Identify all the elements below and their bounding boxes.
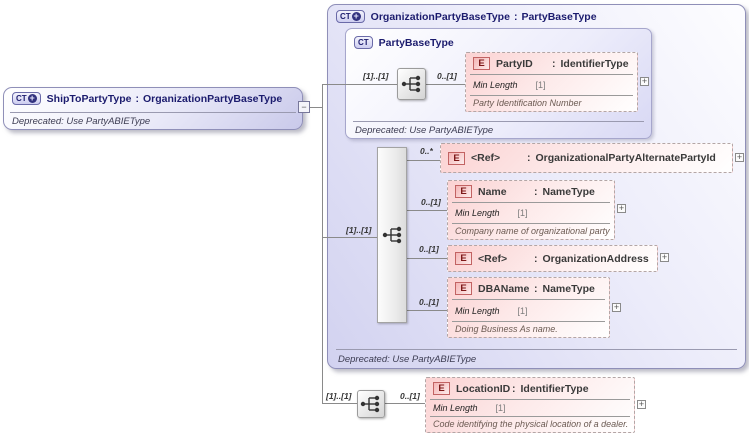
cardinality-label: 0..*: [420, 146, 433, 156]
divider: [430, 399, 630, 400]
connector-line: [407, 160, 440, 161]
ct-badge: CT: [354, 36, 373, 49]
connector-line: [322, 237, 378, 238]
connector-line: [407, 258, 447, 259]
element-badge: E: [455, 185, 472, 198]
shiptopartytype-box[interactable]: CT+ ShipToPartyType:OrganizationPartyBas…: [3, 87, 303, 130]
connector-line: [322, 84, 398, 85]
base-box-title: PartyBaseType: [378, 36, 454, 49]
element-badge: E: [455, 252, 472, 265]
sequence-glyph: [360, 395, 380, 413]
sequence-group-box[interactable]: [377, 147, 407, 323]
divider: [430, 416, 630, 417]
divider: [452, 299, 605, 300]
connector-line: [385, 403, 425, 404]
element-dbaname[interactable]: E DBAName:NameType Min Length[1] Doing B…: [447, 277, 610, 338]
connector-trunk-line: [322, 84, 323, 404]
connector-line: [407, 210, 447, 211]
element-partyid[interactable]: E PartyID:IdentifierType Min Length[1] P…: [465, 52, 638, 112]
cardinality-label: 0..[1]: [419, 297, 439, 307]
cardinality-label: [1]..[1]: [346, 225, 372, 235]
cardinality-label: 0..[1]: [437, 71, 457, 81]
divider: [470, 74, 633, 75]
divider: [470, 95, 633, 96]
element-locationid[interactable]: E LocationID:IdentifierType Min Length[1…: [425, 377, 635, 433]
divider: [452, 223, 610, 224]
element-name[interactable]: E Name:NameType Min Length[1] Company na…: [447, 180, 615, 240]
element-badge: E: [455, 282, 472, 295]
element-badge: E: [433, 382, 450, 395]
expand-button[interactable]: +: [735, 152, 744, 162]
divider: [452, 202, 610, 203]
divider: [452, 321, 605, 322]
element-ref-organizationaddress[interactable]: E <Ref>:OrganizationAddress: [447, 245, 658, 272]
element-ref-alternatepartyid[interactable]: E <Ref>:OrganizationalPartyAlternatePart…: [440, 143, 733, 173]
sequence-icon[interactable]: [397, 68, 426, 100]
main-box-deprecated-note: Deprecated: Use PartyABIEType: [338, 354, 477, 365]
divider: [10, 112, 296, 113]
main-box-title: OrganizationPartyBaseType:PartyBaseType: [370, 10, 597, 23]
expand-button[interactable]: +: [612, 302, 621, 312]
element-description: Code identifying the physical location o…: [433, 419, 629, 429]
divider: [336, 349, 737, 350]
base-box-deprecated-note: Deprecated: Use PartyABIEType: [355, 125, 494, 136]
connector-line: [309, 107, 323, 108]
sequence-glyph: [401, 75, 420, 93]
expand-button[interactable]: +: [637, 399, 646, 409]
connector-line: [426, 84, 465, 85]
expand-button[interactable]: +: [617, 203, 626, 213]
cardinality-label: 0..[1]: [419, 244, 439, 254]
element-badge: E: [473, 57, 490, 70]
cardinality-label: [1]..[1]: [363, 71, 389, 81]
partybasetype-box[interactable]: CT PartyBaseType Deprecated: Use PartyAB…: [345, 28, 652, 139]
element-badge: E: [448, 151, 465, 165]
cardinality-label: [1]..[1]: [326, 391, 352, 401]
element-description: Doing Business As name.: [455, 324, 558, 334]
collapse-button[interactable]: −: [298, 101, 310, 113]
sequence-glyph: [382, 226, 402, 244]
expand-button[interactable]: +: [640, 76, 649, 86]
derived-plus-icon: +: [27, 93, 37, 103]
connector-line: [407, 310, 447, 311]
cardinality-label: 0..[1]: [421, 197, 441, 207]
cardinality-label: 0..[1]: [400, 391, 420, 401]
ct-badge: CT+: [12, 92, 41, 105]
ct-badge: CT+: [336, 10, 365, 23]
sequence-icon[interactable]: [357, 390, 385, 418]
derived-plus-icon: +: [351, 11, 361, 21]
element-description: Company name of organizational party: [455, 226, 610, 236]
left-box-deprecated-note: Deprecated: Use PartyABIEType: [12, 116, 151, 127]
expand-button[interactable]: +: [660, 252, 669, 262]
divider: [353, 121, 644, 122]
element-description: Party Identification Number: [473, 98, 582, 108]
left-box-title: ShipToPartyType:OrganizationPartyBaseTyp…: [46, 92, 283, 105]
connector-line: [322, 403, 358, 404]
